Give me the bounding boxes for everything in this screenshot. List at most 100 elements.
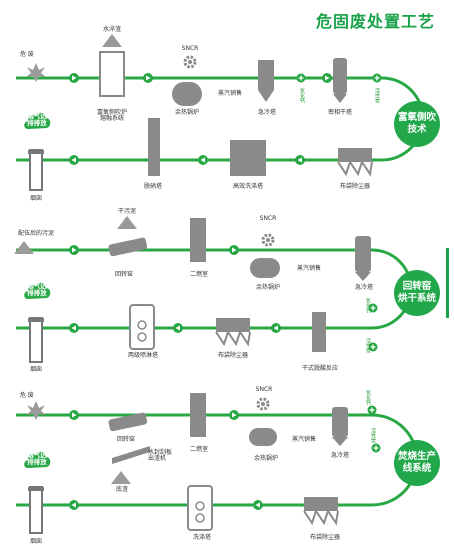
flow-arrow-icon [255, 502, 260, 508]
equip-label: 回转窑 [116, 436, 136, 443]
sludge-label: 干污泥 [117, 208, 137, 215]
equip-label: 脱硝塔 [143, 183, 163, 190]
rotary-kiln [108, 412, 148, 432]
reagent-label: 氧化钙 [299, 88, 305, 103]
flow-line [16, 248, 413, 330]
flow-arrow-icon [273, 325, 278, 331]
bottom-ash-label: 底渣 [115, 486, 129, 493]
secondary-chamber [190, 218, 206, 262]
boiler [249, 428, 277, 446]
equip-label: 急冷塔 [257, 109, 277, 116]
flow-arrow-icon [72, 412, 77, 418]
equipment-box [99, 51, 125, 97]
steam-label: 蒸汽销售 [218, 90, 243, 97]
flow-arrow-icon [325, 75, 330, 81]
baghouse [337, 159, 373, 177]
tower [333, 58, 347, 94]
smoke-cloud-icon: 烟气达排排放 [22, 446, 52, 476]
boiler [172, 82, 202, 106]
baghouse [304, 497, 338, 511]
stack [29, 149, 43, 191]
equip-label: 急冷塔 [330, 452, 350, 459]
tower [355, 236, 371, 272]
sncr-label: SNCR [259, 215, 277, 222]
gear-icon [188, 60, 192, 64]
flow-arrow-icon [175, 325, 180, 331]
stack [28, 318, 44, 322]
smoke-cloud-icon: 烟气达排排放 [22, 107, 52, 137]
flow-arrow-icon [297, 157, 302, 163]
equip-label: 急冷塔 [354, 284, 374, 291]
plus-node-icon [370, 305, 376, 311]
smoke-cloud-icon: 烟气达排排放 [22, 277, 52, 307]
equip-label: 二燃室 [189, 271, 209, 278]
reagent-label: 氧化钙 [365, 390, 371, 405]
reagent-label: 活性炭 [365, 338, 371, 353]
stack [28, 487, 44, 491]
process-badge: 焚烧生产线系统 [394, 440, 440, 486]
reagent-label: 氧化钙 [365, 298, 371, 313]
fire-burst-icon [26, 63, 46, 82]
plus-node-icon [369, 407, 375, 413]
denox-tower [148, 118, 160, 176]
tower [332, 407, 348, 437]
baghouse [215, 329, 251, 347]
plus-node-icon [298, 75, 304, 81]
sncr-label: SNCR [255, 386, 273, 393]
scrubber [187, 485, 213, 531]
plus-node-icon [374, 75, 380, 81]
baghouse [338, 148, 372, 162]
scrubber [137, 320, 147, 330]
equip-label: 余热锅炉 [253, 455, 279, 462]
plus-node-icon [373, 445, 379, 451]
equip-label: 洗涤塔 [192, 534, 212, 541]
flow-line [16, 413, 419, 507]
flow-arrow-icon [146, 75, 151, 81]
material-pile [117, 216, 137, 229]
scrubber [195, 501, 205, 511]
stack [28, 150, 44, 154]
equip-label: 余热锅炉 [174, 109, 200, 116]
page-title: 危固废处置工艺 [316, 12, 436, 31]
input-label: 危 废 [20, 51, 34, 58]
equip-label: 高效洗涤塔 [232, 183, 264, 190]
flow-arrow-icon [72, 247, 77, 253]
gear-icon [183, 55, 197, 69]
stack-label: 烟囱 [29, 195, 43, 202]
flow-arrow-icon [232, 412, 237, 418]
equip-label: 水封刮板 出渣机 [148, 449, 173, 462]
steam-label: 蒸汽销售 [297, 265, 322, 272]
equip-label: 回转窑 [114, 271, 134, 278]
secondary-chamber [190, 393, 206, 437]
material-pile [111, 471, 131, 484]
gear-icon [261, 402, 265, 406]
dry-reactor [312, 312, 326, 352]
slag-conveyor [112, 446, 150, 464]
sncr-label: SNCR [181, 45, 199, 52]
tower-cone [333, 94, 347, 103]
flow-arrow-icon [71, 502, 76, 508]
steam-label: 蒸汽销售 [292, 436, 317, 443]
flow-arrow-icon [200, 157, 205, 163]
material-pile [14, 241, 34, 254]
reagent-label: 活性炭 [370, 428, 376, 443]
equip-label: 富氧侧吹炉 熔融系统 [96, 109, 128, 122]
quench-tower [258, 90, 274, 102]
fire-burst-icon [26, 401, 46, 420]
equip-label: 布袋除尘器 [217, 352, 249, 359]
reagent-label: 活性炭 [374, 88, 380, 103]
rotary-kiln [108, 237, 148, 257]
equip-label: 两级喷淋塔 [127, 352, 159, 359]
equip-label: 布袋除尘器 [339, 183, 371, 190]
equip-label: 余热锅炉 [255, 284, 281, 291]
baghouse [216, 318, 250, 332]
stack [29, 317, 43, 363]
quench-tower [258, 60, 274, 90]
gear-icon [261, 233, 275, 247]
stack [29, 486, 43, 534]
equip-label: 布袋除尘器 [309, 534, 341, 541]
input-label: 危 废 [20, 392, 34, 399]
baghouse [303, 508, 339, 526]
tower-cone [332, 437, 348, 446]
scrubber [137, 332, 147, 342]
